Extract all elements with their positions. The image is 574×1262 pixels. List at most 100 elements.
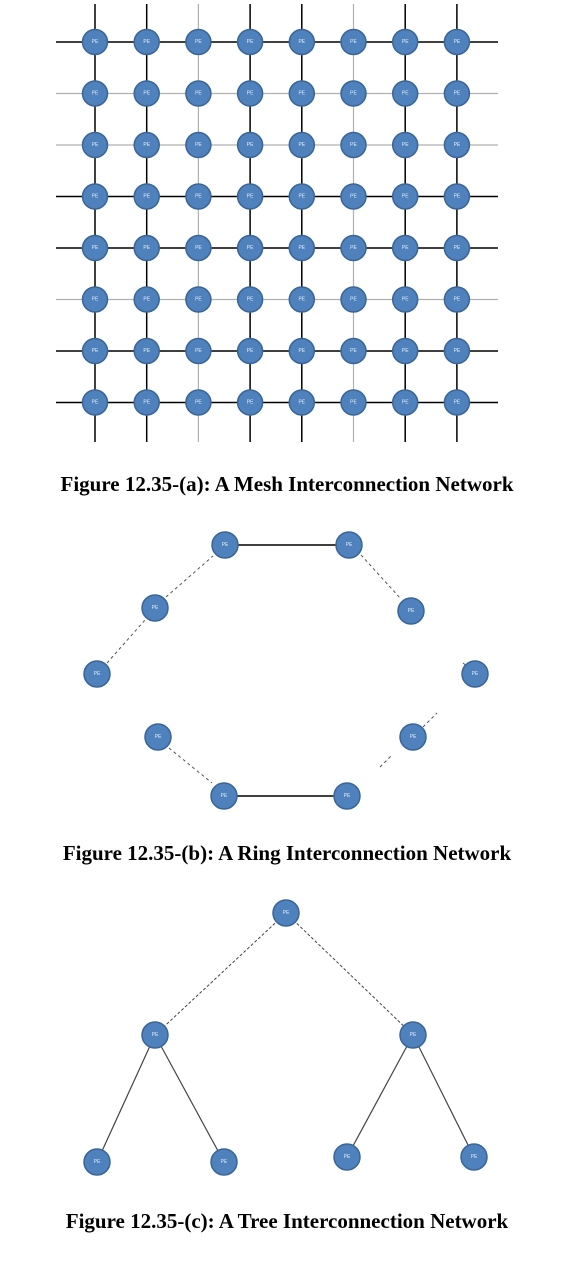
mesh-pe-node: PE [443,28,471,56]
mesh-pe-node: PE [391,28,419,56]
mesh-pe-node: PE [340,28,367,56]
pe-node-label: PE [350,245,357,251]
pe-node-label: PE [247,142,254,148]
pe-node-label: PE [408,608,415,614]
pe-node-circle [133,337,160,365]
pe-node-label: PE [94,671,101,677]
pe-node-label: PE [454,91,461,97]
pe-node-circle [399,1021,427,1049]
pe-node-label: PE [410,1032,417,1038]
pe-node-circle [443,389,471,416]
mesh-pe-node: PE [81,80,109,107]
pe-node-label: PE [298,39,305,45]
tree-link [154,1034,225,1163]
mesh-pe-node: PE [288,80,316,107]
pe-node-circle [133,183,160,210]
pe-node-label: PE [195,194,202,200]
pe-node-label: PE [402,297,409,303]
pe-node-label: PE [350,400,357,406]
pe-node-label: PE [298,142,305,148]
pe-node-label: PE [344,793,351,799]
tree-leaf-pe-node: PE [333,1143,361,1171]
pe-node-circle [185,389,212,416]
tree-leaf-pe-node: PE [210,1148,238,1176]
pe-node-circle [340,28,367,56]
pe-node-label: PE [350,297,357,303]
ring-pe-node: PE [83,660,111,688]
pe-node-label: PE [92,142,99,148]
ring-link [106,619,146,664]
pe-node-circle [185,131,212,159]
mesh-pe-node: PE [236,183,264,210]
pe-node-label: PE [195,39,202,45]
mesh-pe-node: PE [340,80,367,107]
pe-node-label: PE [143,39,150,45]
ring-pe-node: PE [211,531,239,559]
pe-node-label: PE [350,91,357,97]
ring-caption: Figure 12.35-(b): A Ring Interconnection… [62,841,512,865]
ring-pe-node: PE [210,782,238,810]
pe-node-circle [236,131,264,159]
ring-link [379,754,393,768]
pe-node-label: PE [92,348,99,354]
pe-node-label: PE [298,194,305,200]
pe-node-label: PE [143,91,150,97]
pe-node-label: PE [143,297,150,303]
pe-node-label: PE [298,91,305,97]
pe-node-circle [236,337,264,365]
mesh-pe-node: PE [443,286,471,313]
pe-node-circle [141,1021,169,1049]
pe-node-label: PE [143,245,150,251]
pe-node-label: PE [195,245,202,251]
mesh-pe-node: PE [185,131,212,159]
mesh-pe-node: PE [185,183,212,210]
mesh-pe-node: PE [133,234,160,262]
mesh-pe-node: PE [340,183,367,210]
pe-node-circle [391,28,419,56]
mesh-pe-node: PE [185,286,212,313]
pe-node-label: PE [247,245,254,251]
pe-node-circle [443,183,471,210]
pe-node-circle [443,131,471,159]
pe-node-label: PE [195,400,202,406]
pe-node-label: PE [143,194,150,200]
pe-node-label: PE [402,91,409,97]
pe-node-label: PE [350,142,357,148]
ring-pe-node: PE [397,597,425,625]
pe-node-circle [340,337,367,365]
mesh-pe-node: PE [443,234,471,262]
ring-pe-node: PE [333,782,361,810]
mesh-pe-node: PE [443,389,471,416]
pe-node-circle [185,337,212,365]
mesh-pe-node: PE [133,337,160,365]
pe-node-circle [81,80,109,107]
pe-node-label: PE [346,542,353,548]
pe-node-circle [185,234,212,262]
mesh-pe-node: PE [391,286,419,313]
pe-node-label: PE [402,194,409,200]
mesh-pe-node: PE [133,183,160,210]
pe-node-label: PE [221,1159,228,1165]
mesh-pe-node: PE [340,389,367,416]
pe-node-circle [443,28,471,56]
pe-node-label: PE [298,348,305,354]
tree-root-pe-node: PE [272,899,300,927]
pe-node-circle [81,234,109,262]
mesh-pe-node: PE [340,234,367,262]
pe-node-circle [391,234,419,262]
mesh-pe-node: PE [288,183,316,210]
mesh-pe-node: PE [133,28,160,56]
mesh-pe-node: PE [391,234,419,262]
pe-node-label: PE [195,297,202,303]
pe-node-circle [81,131,109,159]
mesh-pe-node: PE [391,80,419,107]
pe-node-circle [288,183,316,210]
pe-node-circle [133,80,160,107]
pe-node-label: PE [454,142,461,148]
pe-node-circle [460,1143,488,1171]
mesh-pe-node: PE [81,337,109,365]
pe-node-label: PE [247,348,254,354]
pe-node-circle [133,131,160,159]
mesh-pe-node: PE [443,131,471,159]
pe-node-circle [288,389,316,416]
